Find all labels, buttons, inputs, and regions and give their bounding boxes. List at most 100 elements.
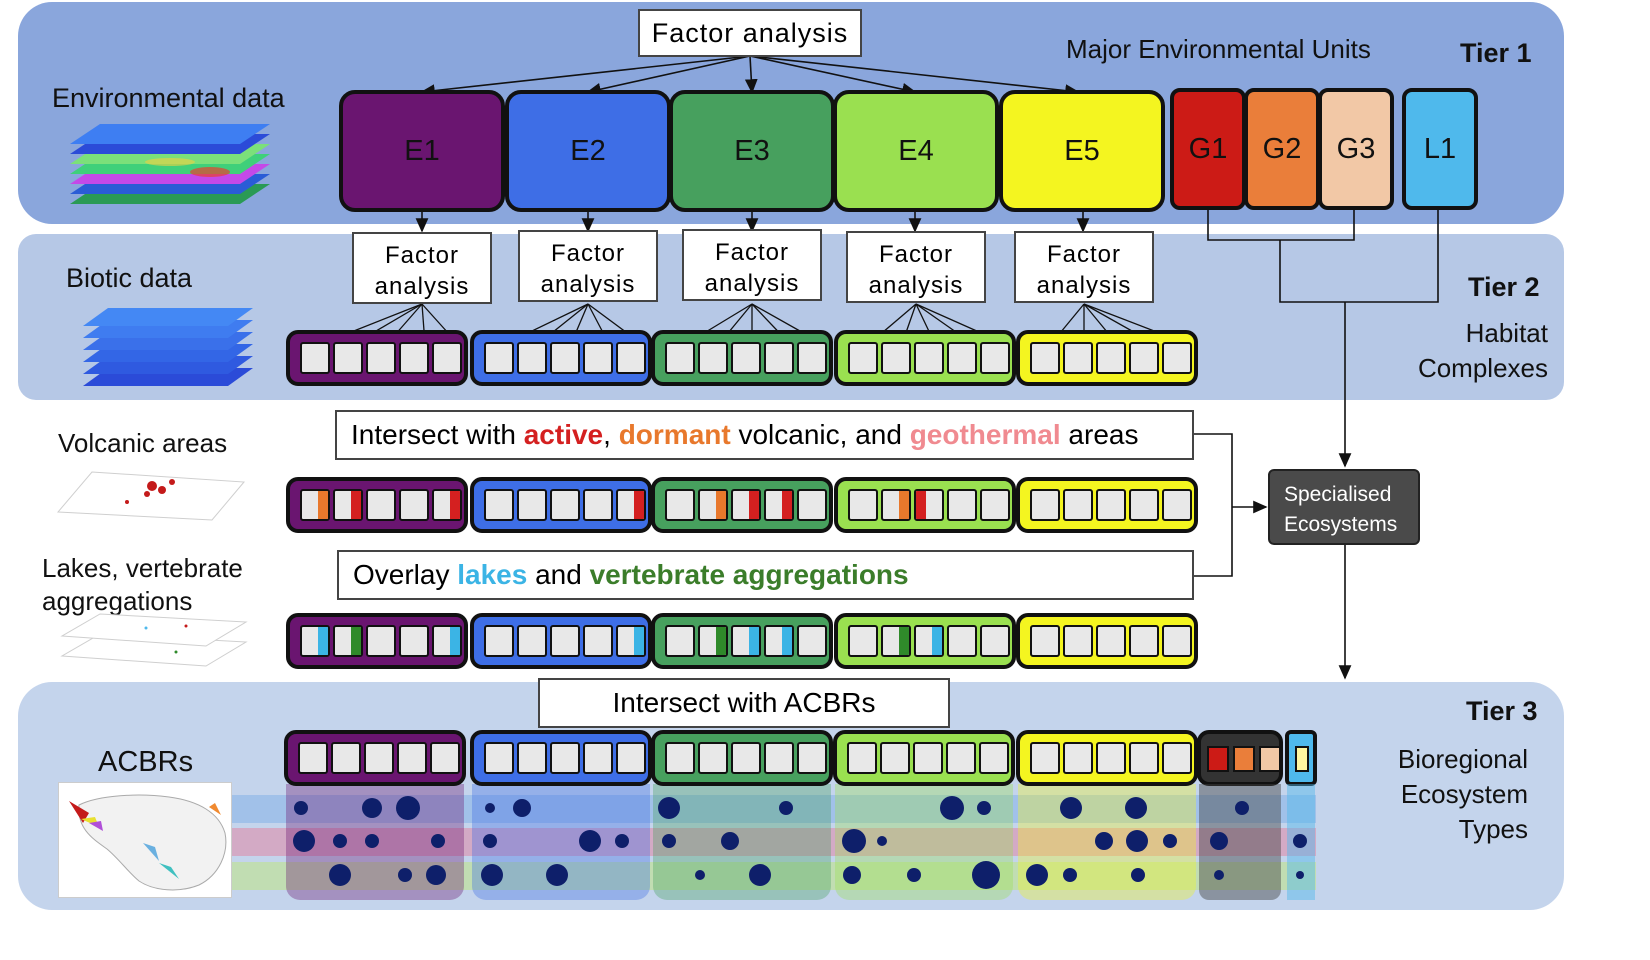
ecosystem-dot (1131, 868, 1145, 882)
unit-g2-label: G2 (1262, 132, 1302, 165)
ecosystem-dot (1063, 868, 1077, 882)
major-units-label: Major Environmental Units (1066, 34, 1371, 64)
volcanic-group-e4 (834, 477, 1016, 533)
ecosystem-dot (365, 834, 379, 848)
bioregion-cell (331, 742, 361, 774)
lakes-cell (399, 625, 429, 657)
lakes-stripe (716, 627, 726, 655)
habitat-cell (1129, 342, 1159, 374)
tier2-subtitle: Habitat Complexes (1380, 316, 1548, 386)
bioregion-cell (731, 742, 761, 774)
habitat-cell (881, 342, 911, 374)
lakes-cell (300, 625, 330, 657)
ecosystem-dot (877, 836, 887, 846)
bioregion-cell (946, 742, 976, 774)
ecosystem-dot (329, 864, 351, 886)
bioregion-cell (665, 742, 695, 774)
factor-box-e2-line1: Factor (550, 240, 625, 267)
unit-e2: E2 (505, 90, 671, 212)
intersect-acbrs-box: Intersect with ACBRs (538, 678, 950, 728)
unit-e1-label: E1 (404, 134, 440, 167)
lakes-stripe (450, 627, 460, 655)
factor-box-e2-line2: analysis (540, 271, 636, 298)
volcanic-stripe (450, 491, 460, 519)
volcanic-cell (333, 489, 363, 521)
intersect-volcanic-box: Intersect with active, dormant volcanic,… (335, 410, 1194, 460)
ecosystem-dot (1095, 832, 1113, 850)
lakes-group-e4 (834, 613, 1016, 669)
ecosystem-dot (1293, 834, 1307, 848)
lakes-cell (1162, 625, 1192, 657)
lakes-cell (764, 625, 794, 657)
lakes-group-e5 (1016, 613, 1198, 669)
habitat-cell (947, 342, 977, 374)
bioregion-cell (913, 742, 943, 774)
bioregion-g-cell (1259, 746, 1281, 772)
volcanic-cell (1063, 489, 1093, 521)
volcanic-cell (300, 489, 330, 521)
bioregion-group-e5 (1016, 730, 1198, 786)
unit-e4-label: E4 (898, 134, 934, 167)
lakes-cell (517, 625, 547, 657)
factor-analysis-label: Factor analysis (651, 17, 849, 48)
habitat-group-e2 (470, 330, 652, 386)
tier3-subtitle-line3: Types (1458, 814, 1528, 844)
factor-box-e5-line1: Factor (1046, 241, 1121, 268)
lakes-cell (881, 625, 911, 657)
ecosystem-dot (362, 798, 382, 818)
habitat-cell (764, 342, 794, 374)
volcanic-group-e2 (470, 477, 652, 533)
habitat-group-e5 (1016, 330, 1198, 386)
lakes-cell (665, 625, 695, 657)
volcanic-cell (1162, 489, 1192, 521)
habitat-cell (399, 342, 429, 374)
volcanic-stripe (318, 491, 328, 519)
ecosystem-dot (721, 832, 739, 850)
lakes-stripe (782, 627, 792, 655)
bioregion-column-e3 (653, 784, 831, 900)
habitat-cell (484, 342, 514, 374)
lakes-cell (848, 625, 878, 657)
ecosystem-dot (546, 864, 568, 886)
ecosystem-dot (1126, 830, 1148, 852)
bioregion-group-e2 (470, 730, 652, 786)
ecosystem-dot (1214, 870, 1224, 880)
lakes-cell (1030, 625, 1060, 657)
tier3-subtitle-line2: Ecosystem (1400, 779, 1528, 809)
volcanic-cell (881, 489, 911, 521)
lakes-stripe (351, 627, 361, 655)
lakes-cell (698, 625, 728, 657)
tier2-label: Tier 2 (1468, 272, 1540, 302)
ecosystem-dot (579, 830, 601, 852)
ecosystem-dot (907, 868, 921, 882)
factor-box-e3-line1: Factor (714, 239, 789, 266)
bioregion-cell (1129, 742, 1159, 774)
habitat-cell (1096, 342, 1126, 374)
volcanic-cell (399, 489, 429, 521)
bioregion-group-e3 (651, 730, 833, 786)
lakes-map-image (56, 606, 256, 676)
bioregion-cell (797, 742, 827, 774)
habitat-cell (1162, 342, 1192, 374)
bioregion-cell (1096, 742, 1126, 774)
factor-box-e4-line1: Factor (878, 241, 953, 268)
ecosystem-dot (843, 866, 861, 884)
unit-e1: E1 (339, 90, 505, 212)
lakes-stripe (749, 627, 759, 655)
ecosystem-dot (972, 861, 1000, 889)
lakes-cell (550, 625, 580, 657)
volcanic-cell (432, 489, 462, 521)
bioregion-cell (764, 742, 794, 774)
specialised-ecosystems-box: Specialised Ecosystems (1268, 469, 1420, 545)
tier2-subtitle-line2: Complexes (1417, 353, 1548, 383)
bioregion-cell (397, 742, 427, 774)
lakes-cell (1096, 625, 1126, 657)
habitat-cell (914, 342, 944, 374)
volcanic-stripe (782, 491, 792, 519)
habitat-group-e4 (834, 330, 1016, 386)
bioregion-cell (583, 742, 613, 774)
lakes-cell (484, 625, 514, 657)
lakes-cell (616, 625, 646, 657)
